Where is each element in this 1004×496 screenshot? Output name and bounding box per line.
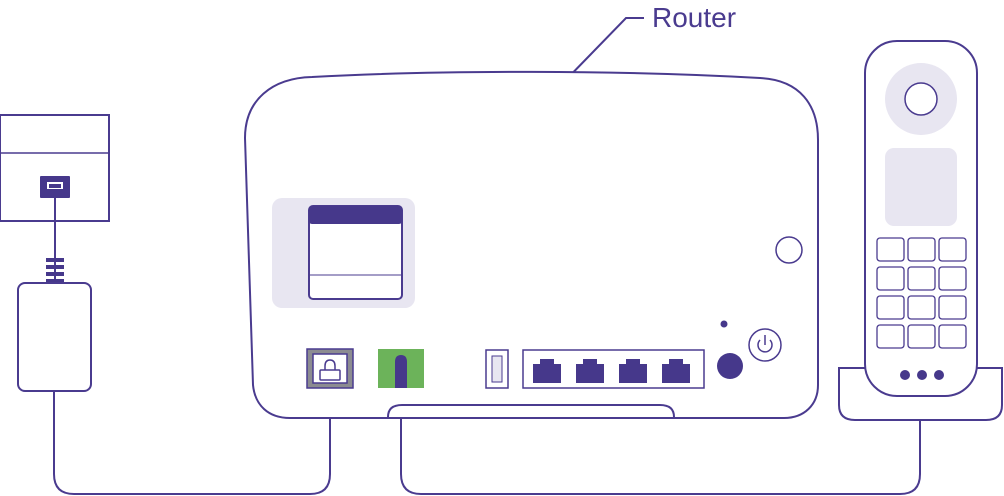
- router-status-indicator: [720, 320, 728, 328]
- router-side-button: [775, 236, 803, 264]
- indicator-dot: [900, 370, 910, 380]
- router-ethernet-ports: [522, 349, 705, 389]
- ethernet-port-2-icon: [576, 359, 604, 383]
- keypad-key: [876, 266, 905, 291]
- router-base-stand: [387, 404, 675, 418]
- display-header-bar: [309, 206, 402, 224]
- phone-screen: [885, 148, 957, 226]
- power-icon: [757, 335, 773, 353]
- keypad-key: [938, 237, 967, 262]
- ethernet-port-3-icon: [619, 359, 647, 383]
- phone-keypad: [876, 237, 967, 349]
- keypad-key: [938, 324, 967, 349]
- cordless-phone: [838, 40, 1003, 421]
- ethernet-port-4-icon: [662, 359, 690, 383]
- phone-indicator-dots: [900, 370, 944, 380]
- microfilter-body: [17, 282, 92, 392]
- keypad-key: [876, 295, 905, 320]
- router-callout-line: [557, 17, 644, 89]
- keypad-key: [938, 295, 967, 320]
- keypad-key: [876, 324, 905, 349]
- keypad-key: [907, 324, 936, 349]
- keypad-key: [938, 266, 967, 291]
- router: [243, 70, 819, 419]
- broadband-plug-icon: [395, 355, 407, 388]
- keypad-key: [907, 266, 936, 291]
- router-usb-port: [485, 349, 509, 389]
- microfilter: [17, 198, 92, 392]
- keypad-key: [907, 295, 936, 320]
- indicator-dot: [917, 370, 927, 380]
- phone-port-plug-icon: [319, 359, 341, 381]
- router-broadband-port: [378, 349, 424, 388]
- router-display: [272, 198, 415, 308]
- earpiece-icon: [885, 63, 957, 135]
- keypad-key: [876, 237, 905, 262]
- cable-strain-relief: [46, 258, 64, 283]
- router-body: [243, 70, 819, 419]
- indicator-dot: [934, 370, 944, 380]
- router-power-button: [748, 328, 782, 362]
- router-phone-port: [306, 348, 354, 389]
- router-to-phone-cable: [400, 372, 921, 495]
- wall-socket-jack-icon: [40, 176, 70, 198]
- router-reset-button: [717, 353, 743, 379]
- ethernet-port-1-icon: [533, 359, 561, 383]
- filter-to-router-cable: [53, 372, 331, 495]
- router-label: Router: [652, 2, 736, 33]
- keypad-key: [907, 237, 936, 262]
